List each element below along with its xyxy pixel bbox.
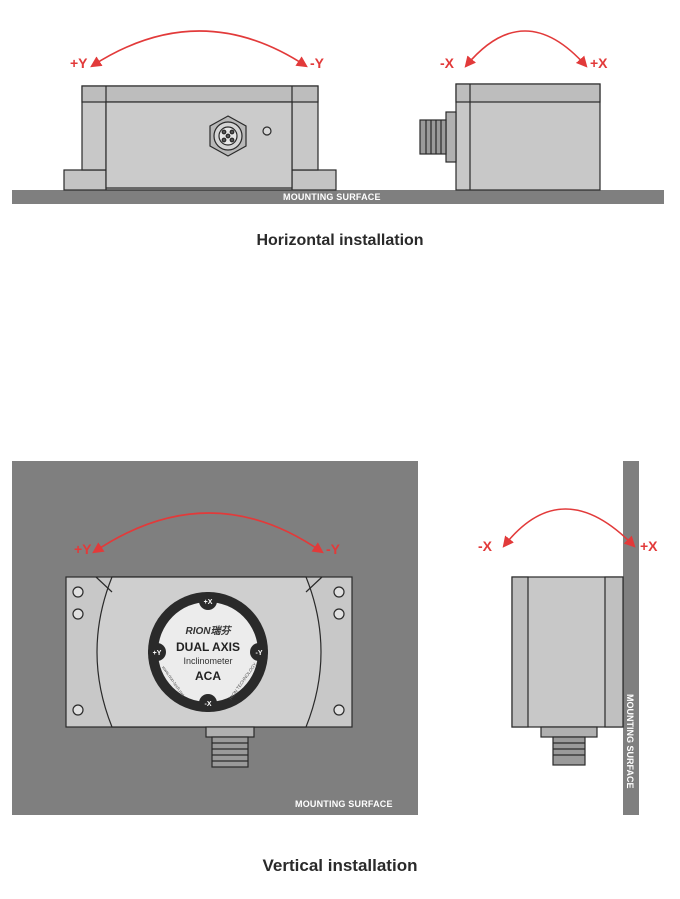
horizontal-surface-label: MOUNTING SURFACE (283, 192, 381, 202)
label-brand: RION瑞芬 (186, 625, 233, 637)
label-model: ACA (195, 669, 221, 683)
vertical-side-mounting-surface (623, 461, 639, 815)
vertical-axis-minus-x: -X (478, 538, 493, 554)
vertical-side-surface-label: MOUNTING SURFACE (625, 694, 635, 789)
vertical-side-device (511, 576, 624, 766)
label-dual-axis: DUAL AXIS (176, 640, 240, 654)
horizontal-caption: Horizontal installation (256, 232, 424, 249)
horizontal-mounting-surface (12, 190, 664, 204)
horizontal-end-view-device (419, 83, 601, 191)
vertical-x-tilt-arrow (502, 508, 636, 548)
vertical-axis-plus-y: +Y (74, 541, 92, 557)
horizontal-axis-minus-y: -Y (310, 55, 325, 71)
vertical-front-surface-label: MOUNTING SURFACE (295, 799, 393, 809)
vertical-installation-diagram: +X -X +Y -Y RION瑞芬 DUAL AXIS Inclinomete… (12, 461, 658, 815)
vertical-axis-minus-y: -Y (326, 541, 341, 557)
horizontal-side-view-device (63, 85, 337, 191)
led-indicator (262, 126, 272, 136)
horizontal-axis-minus-x: -X (440, 55, 455, 71)
horizontal-installation-diagram: +Y -Y -X +X (12, 30, 664, 204)
inclinometer-label-disc: +X -X +Y -Y RION瑞芬 DUAL AXIS Inclinomete… (148, 592, 268, 712)
horizontal-y-tilt-arrow (90, 30, 308, 68)
label-mark-minus-y: -Y (256, 650, 263, 657)
vertical-axis-plus-x: +X (640, 538, 658, 554)
vertical-y-tilt-arrow (92, 512, 324, 554)
vertical-caption: Vertical installation (262, 856, 418, 875)
horizontal-axis-plus-y: +Y (70, 55, 88, 71)
label-inclinometer: Inclinometer (183, 656, 232, 666)
horizontal-axis-plus-x: +X (590, 55, 608, 71)
label-mark-plus-x: +X (204, 599, 213, 606)
label-mark-plus-y: +Y (153, 650, 162, 657)
label-mark-minus-x: -X (205, 701, 212, 708)
horizontal-x-tilt-arrow (464, 30, 588, 68)
